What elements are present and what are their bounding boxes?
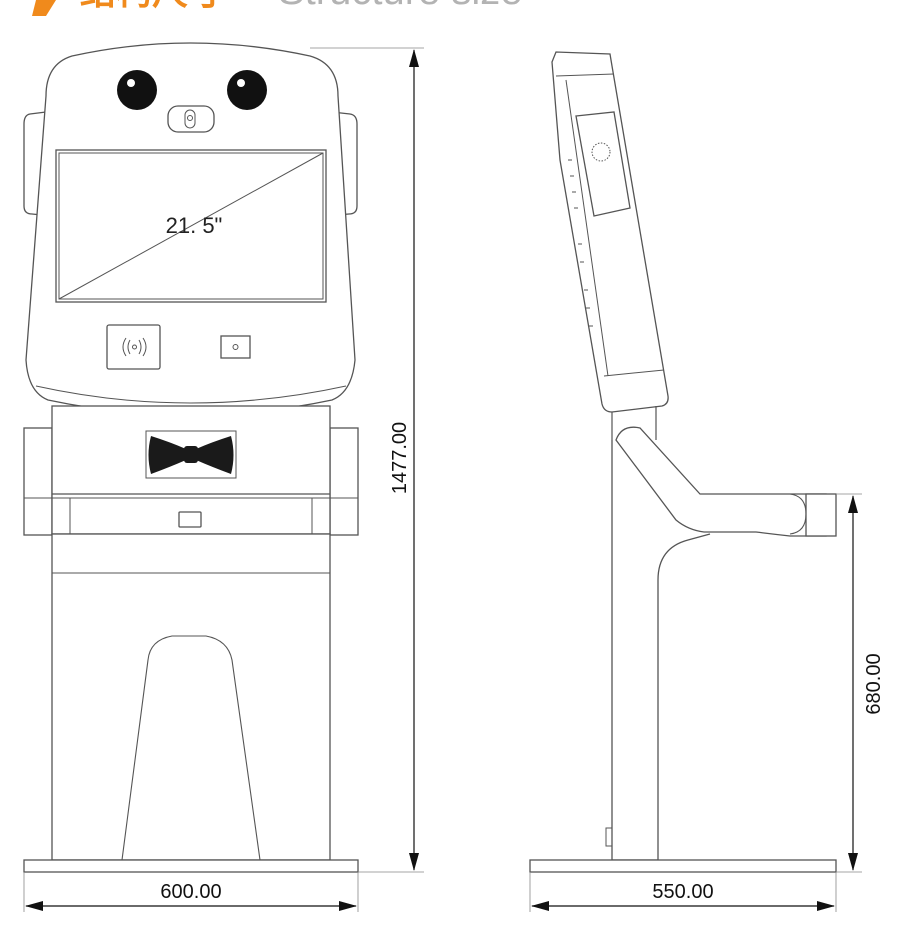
stand-base — [23, 859, 359, 873]
stand-base-side — [529, 859, 837, 873]
screen-size-label: 21. 5" — [166, 213, 223, 238]
side-foot-detail — [605, 827, 613, 847]
side-head-top-band — [555, 73, 615, 77]
title-en: Structure size — [278, 0, 523, 13]
title-cn: 结构尺寸 — [80, 0, 224, 13]
qr-scanner — [220, 335, 251, 359]
stand-column — [51, 533, 331, 861]
camera-eye-left — [117, 70, 157, 110]
screen-diagonal — [58, 152, 324, 300]
desk-arm-cap — [805, 493, 837, 537]
side-height-dimension: 680.00 — [836, 493, 885, 873]
side-view — [529, 51, 837, 873]
side-height-label: 680.00 — [863, 653, 885, 714]
screen — [58, 152, 324, 300]
camera-eye-right — [227, 70, 267, 110]
camera-lens — [167, 105, 215, 133]
nfc-icon-center — [132, 344, 137, 350]
nfc-reader — [106, 324, 161, 370]
side-width-dimension: 550.00 — [529, 872, 837, 912]
speaker-grille — [591, 142, 611, 162]
eye-left-highlight — [127, 79, 135, 87]
stand-column-side — [611, 440, 711, 861]
header: 结构尺寸 Structure size — [32, 0, 523, 16]
left-shoulder — [23, 427, 53, 536]
desk-arm — [615, 426, 827, 537]
side-column-neck — [611, 406, 657, 440]
qr-scanner-lens — [232, 344, 239, 350]
stand-arch — [121, 635, 261, 861]
side-button-ticks — [568, 159, 593, 327]
header-accent-mark — [32, 0, 56, 16]
head-rim — [35, 385, 347, 404]
side-head-front-edge — [565, 79, 609, 377]
front-height-dimension: 1477.00 — [310, 47, 424, 873]
card-slot — [178, 511, 202, 528]
front-width-dimension: 600.00 — [23, 872, 359, 912]
nfc-icon — [122, 337, 147, 357]
eye-right-highlight — [237, 79, 245, 87]
bow-tie-icon — [148, 436, 234, 474]
camera-lens-dot — [187, 115, 193, 121]
side-ear-panel — [575, 111, 631, 217]
right-shoulder — [329, 427, 359, 536]
side-width-label: 550.00 — [652, 881, 713, 903]
front-view — [23, 42, 359, 873]
side-head-bottom-band — [603, 369, 665, 377]
front-width-label: 600.00 — [160, 881, 221, 903]
camera-lens-inner — [184, 109, 196, 129]
front-height-label: 1477.00 — [389, 422, 411, 494]
